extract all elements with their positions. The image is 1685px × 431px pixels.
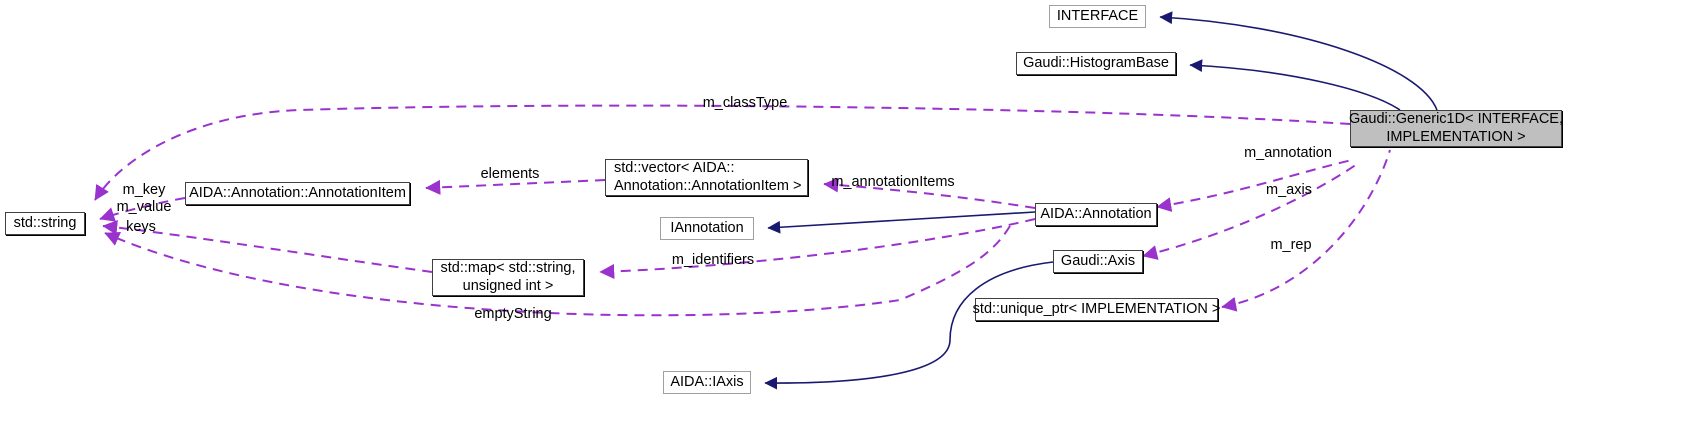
node-label: AIDA::Annotation <box>1040 205 1152 222</box>
edge-label-m-identifiers: m_identifiers <box>671 252 755 268</box>
node-std-unique-ptr-implementation[interactable]: std::unique_ptr< IMPLEMENTATION > <box>972 298 1221 321</box>
node-label: Gaudi::Generic1D< INTERFACE, IMPLEMENTAT… <box>1349 111 1563 145</box>
node-std-string[interactable]: std::string <box>5 212 85 235</box>
edge-label-m-classtype: m_classType <box>702 95 788 111</box>
node-label: AIDA::Annotation::AnnotationItem <box>189 184 406 201</box>
edge-generic1d-histogrambase <box>1189 59 1401 111</box>
edge-label-m-rep: m_rep <box>1270 237 1312 253</box>
node-label: Gaudi::HistogramBase <box>1023 54 1169 71</box>
node-std-vector-annotationitem[interactable]: std::vector< AIDA:: Annotation::Annotati… <box>605 159 808 196</box>
edge-label-emptystring: emptyString <box>474 306 552 322</box>
edge-label-m-axis: m_axis <box>1266 182 1312 198</box>
edge-label-m-annotationitems: m_annotationItems <box>831 174 955 190</box>
edge-label-keys: keys <box>126 219 156 235</box>
node-std-map-string-uint[interactable]: std::map< std::string, unsigned int > <box>432 259 584 296</box>
node-gaudi-axis[interactable]: Gaudi::Axis <box>1053 250 1143 273</box>
node-gaudi-generic1d[interactable]: Gaudi::Generic1D< INTERFACE, IMPLEMENTAT… <box>1349 110 1563 147</box>
edge-label-m-annotation: m_annotation <box>1244 145 1332 161</box>
node-interface[interactable]: INTERFACE <box>1049 5 1146 28</box>
node-iannotation[interactable]: IAnnotation <box>660 217 754 240</box>
node-label: INTERFACE <box>1056 7 1139 24</box>
edge-axis-generic1d-axis <box>1142 161 1361 260</box>
node-label: IAnnotation <box>670 219 744 236</box>
edge-annotation-generic1d-annotation <box>1156 159 1353 213</box>
edge-annotation-iannotation <box>767 211 1036 234</box>
node-aida-annotation-annotationitem[interactable]: AIDA::Annotation::AnnotationItem <box>185 182 410 205</box>
node-label: std::map< std::string, unsigned int > <box>440 260 576 294</box>
node-gaudi-histogrambase[interactable]: Gaudi::HistogramBase <box>1016 52 1176 75</box>
node-label: Gaudi::Axis <box>1060 252 1136 269</box>
node-aida-annotation[interactable]: AIDA::Annotation <box>1035 203 1157 226</box>
edge-label-m-key-m-value: m_key m_value <box>116 182 172 216</box>
edge-generic1d-interface <box>1159 11 1438 111</box>
node-label: std::unique_ptr< IMPLEMENTATION > <box>972 300 1221 317</box>
node-label: std::vector< AIDA:: Annotation::Annotati… <box>614 160 802 194</box>
edge-axis-iaxis <box>764 261 1054 390</box>
node-aida-iaxis[interactable]: AIDA::IAxis <box>663 371 751 394</box>
edge-label-elements: elements <box>480 166 540 182</box>
node-label: AIDA::IAxis <box>670 373 744 390</box>
edge-uniqueptr-generic1d-rep <box>1221 149 1391 312</box>
node-label: std::string <box>13 214 77 231</box>
